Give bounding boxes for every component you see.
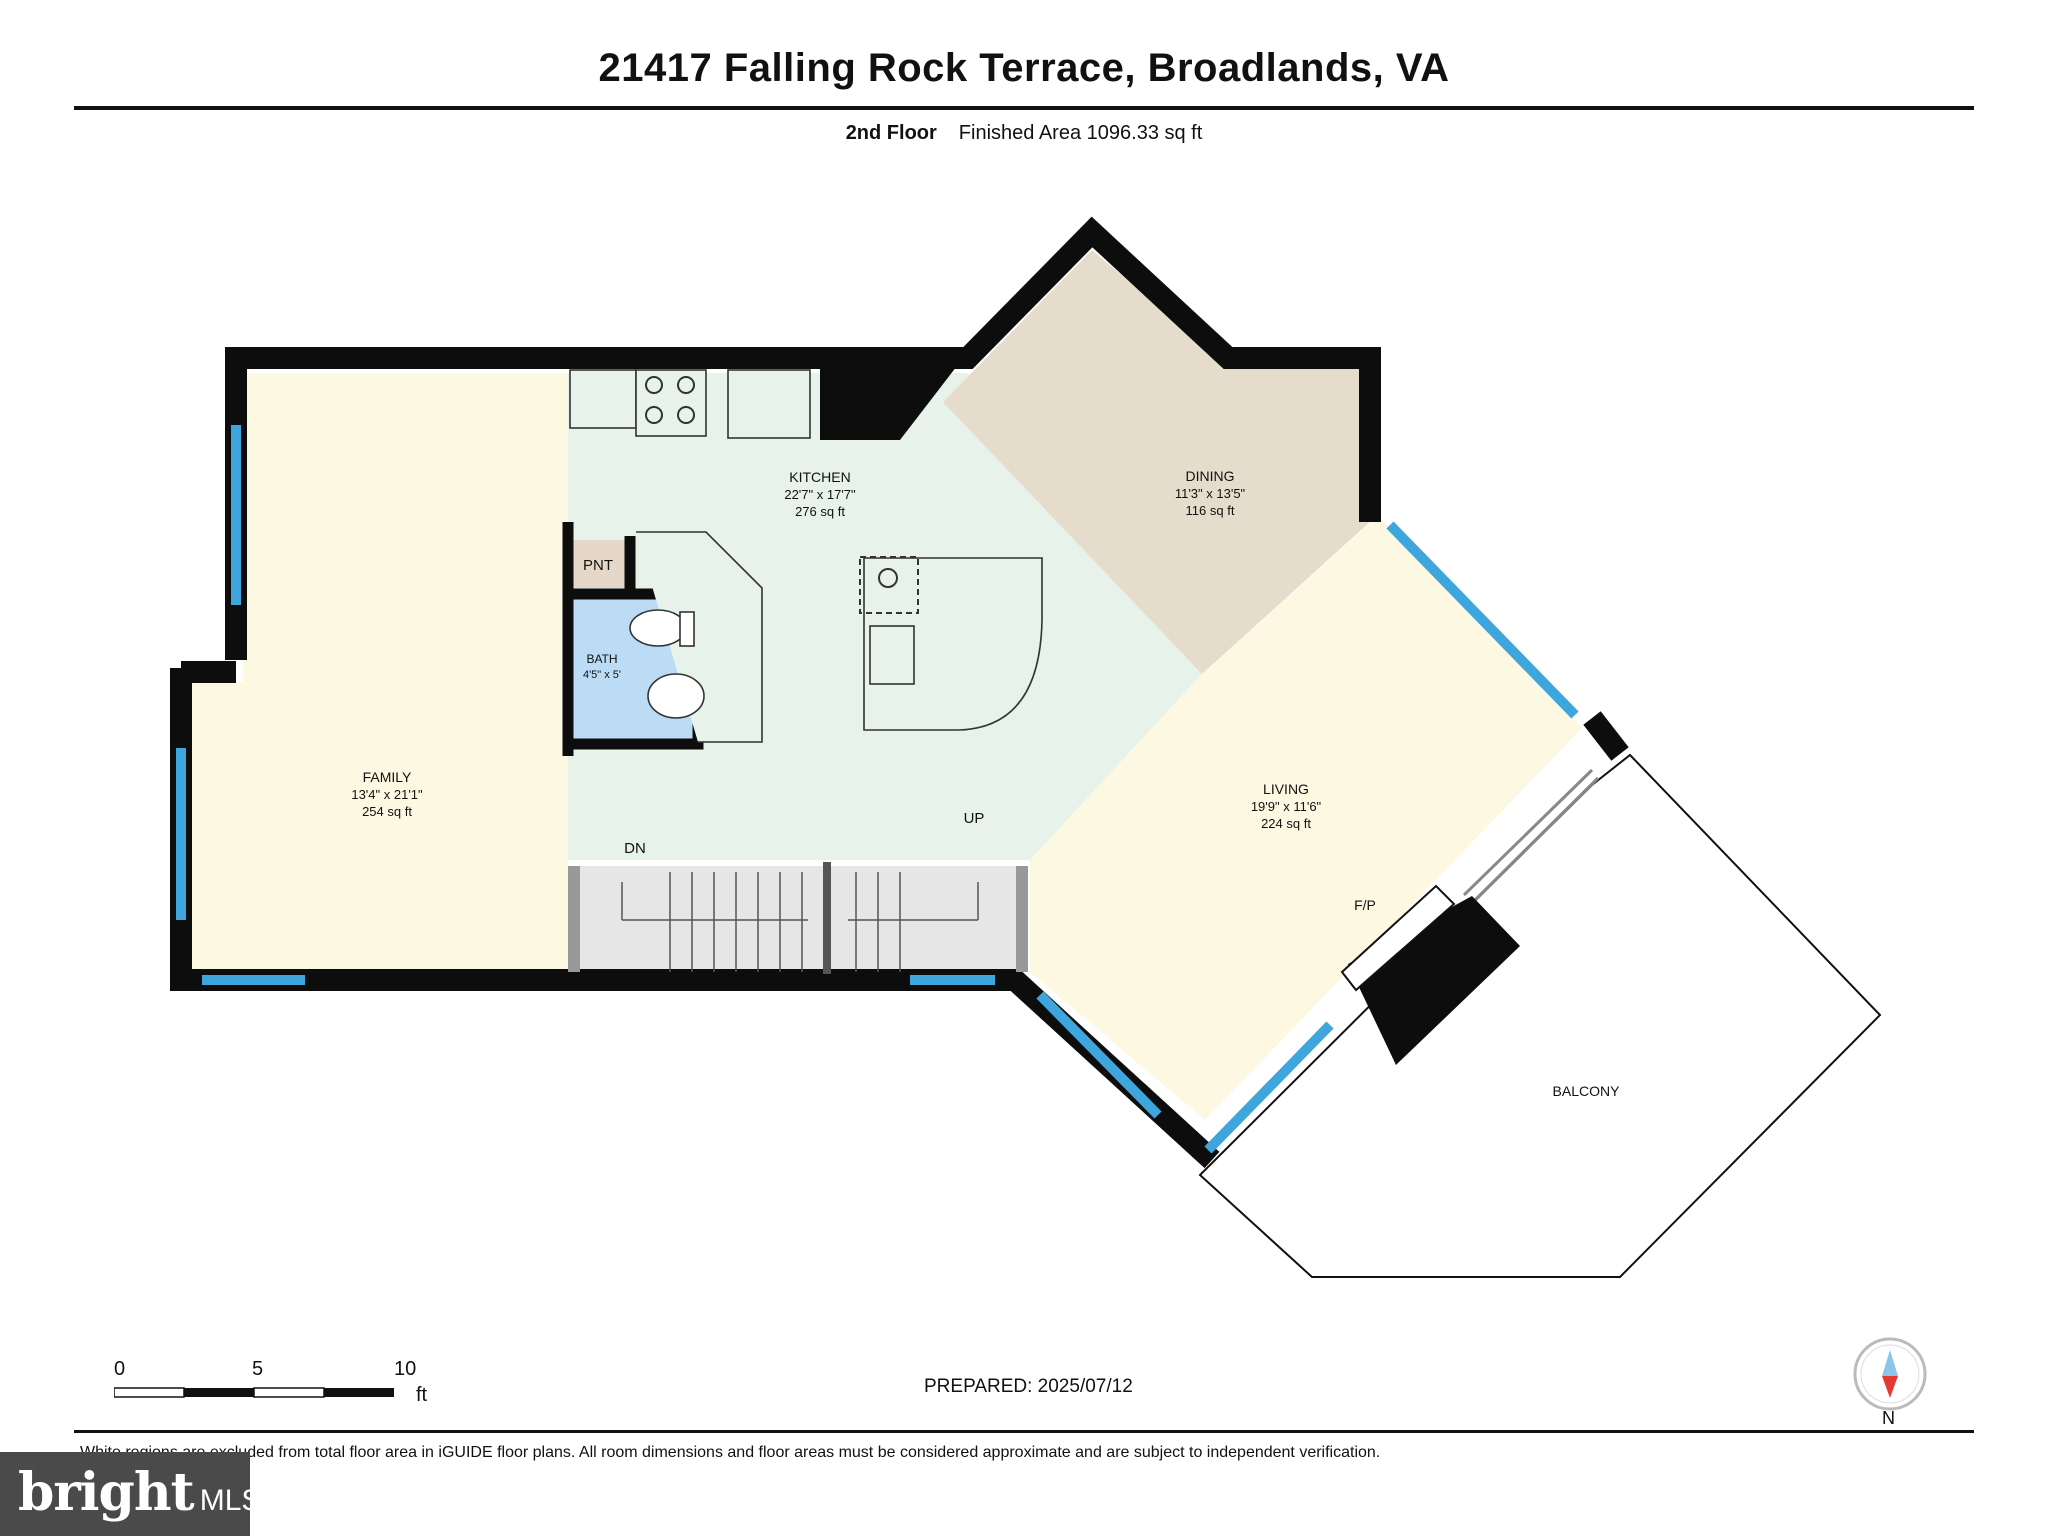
- kitchen-wall-block: [820, 362, 960, 440]
- finished-area: Finished Area 1096.33 sq ft: [958, 122, 1203, 144]
- compass-icon: [1853, 1337, 1927, 1411]
- bath-label: BATH: [586, 652, 617, 666]
- dining-area: 116 sq ft: [1186, 503, 1235, 518]
- dining-fill: [943, 250, 1370, 674]
- room-labels: FAMILY 13'4" x 21'1" 254 sq ft KITCHEN 2…: [351, 468, 1620, 1099]
- living-label: LIVING: [1263, 781, 1309, 797]
- stairs-down-label: DN: [624, 840, 646, 857]
- logo-suffix: MLS: [199, 1484, 262, 1517]
- scale-bar: 0 5 10 ft: [110, 1358, 450, 1418]
- logo-brand: bright: [18, 1462, 195, 1523]
- compass-north-label: N: [1882, 1408, 1895, 1428]
- floor-summary: 2nd Floor Finished Area 1096.33 sq ft: [0, 122, 2048, 145]
- floor-label: 2nd Floor: [845, 122, 937, 144]
- footer-divider: [74, 1430, 1974, 1433]
- bath-sink-icon: [647, 673, 705, 719]
- balcony-door: [1462, 768, 1600, 905]
- fireplace-label: F/P: [1354, 897, 1376, 913]
- disclaimer: White regions are excluded from total fl…: [80, 1444, 1381, 1461]
- dining-dims: 11'3" x 13'5": [1175, 486, 1246, 501]
- balcony-label: BALCONY: [1553, 1083, 1621, 1099]
- scale-label-10: 10: [394, 1358, 417, 1380]
- living-fill: [1030, 516, 1582, 1120]
- scale-label-0: 0: [114, 1358, 126, 1380]
- stove-burners-icon: [645, 376, 695, 424]
- family-room-fill: [188, 373, 568, 972]
- dining-label: DINING: [1186, 468, 1235, 484]
- prepared-date: PREPARED: 2025/07/12: [924, 1376, 1133, 1397]
- stairs-fill: [568, 866, 1028, 972]
- kitchen-label: KITCHEN: [789, 469, 850, 485]
- family-area: 254 sq ft: [362, 804, 412, 819]
- page-title: 21417 Falling Rock Terrace, Broadlands, …: [598, 46, 1450, 90]
- pantry-fill: [570, 540, 630, 588]
- stairs-up-label: UP: [964, 810, 985, 827]
- family-dims: 13'4" x 21'1": [351, 787, 423, 802]
- scale-bar-graphic: [114, 1387, 394, 1398]
- living-dims: 19'9" x 11'6": [1251, 799, 1322, 814]
- living-area: 224 sq ft: [1261, 816, 1311, 831]
- kitchen-counters: [569, 369, 1043, 743]
- island-sink-icon: [878, 568, 898, 588]
- staircase: [568, 862, 1028, 974]
- fireplace-icon: [1340, 884, 1520, 1065]
- windows: [176, 425, 1579, 1154]
- kitchen-dims: 22'7" x 17'7": [784, 487, 856, 502]
- title-divider: [74, 106, 1974, 110]
- family-label: FAMILY: [363, 769, 412, 785]
- bath-dims: 4'5" x 5': [583, 669, 621, 681]
- pantry-label: PNT: [583, 557, 613, 574]
- scale-unit: ft: [416, 1384, 428, 1406]
- toilet-icon: [629, 609, 695, 647]
- kitchen-area: 276 sq ft: [795, 504, 845, 519]
- scale-label-5: 5: [252, 1358, 264, 1380]
